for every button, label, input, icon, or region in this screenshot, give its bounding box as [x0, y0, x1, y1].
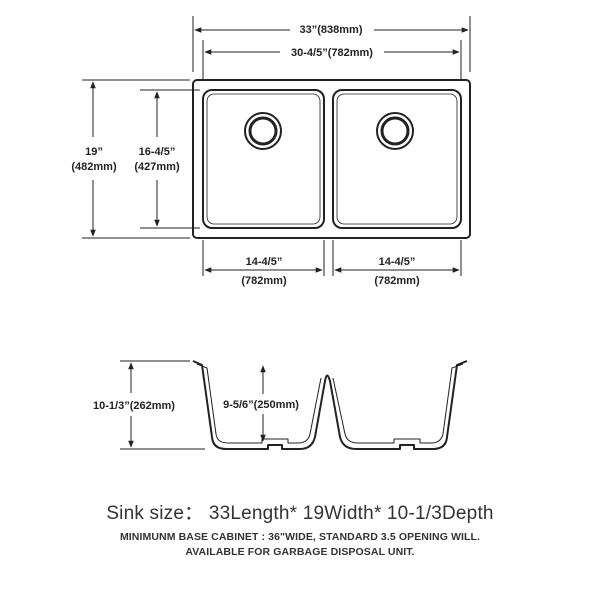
cabinet-note-line-2: AVAILABLE FOR GARBAGE DISPOSAL UNIT.	[185, 546, 415, 558]
right-bowl-width-in-label: 14-4/5”	[379, 256, 416, 268]
left-bowl	[202, 89, 325, 229]
total-height-dimension	[120, 360, 205, 450]
right-drain-inner-icon	[380, 116, 410, 146]
bowl-depth-in-label: 16-4/5”	[139, 146, 176, 158]
overall-depth-dimension	[82, 79, 190, 239]
left-drain-icon	[244, 112, 282, 150]
right-bowl-inner	[336, 93, 458, 225]
left-bowl-width-mm-label: (782mm)	[241, 275, 287, 287]
cabinet-note-line-1: MINIMUNM BASE CABINET : 36"WIDE, STANDAR…	[119, 531, 481, 543]
sink-size-caption: Sink size： 33Length* 19Width* 10-1/3Dept…	[106, 503, 494, 524]
overall-depth-in-label: 19”	[85, 146, 103, 158]
sink-section-outline	[192, 360, 468, 450]
sink-section-inner-right	[332, 363, 464, 444]
left-bowl-width-in-label: 14-4/5”	[246, 256, 283, 268]
inner-width-label: 30-4/5”(782mm)	[291, 47, 373, 59]
bowl-height-label: 9-5/6”(250mm)	[223, 399, 299, 411]
top-view	[192, 79, 471, 239]
right-bowl-width-mm-label: (782mm)	[374, 275, 420, 287]
sink-diagram: 33”(838mm) 30-4/5”(782mm) 19” (482mm) 16…	[71, 16, 471, 450]
overall-width-label: 33”(838mm)	[300, 24, 363, 36]
left-bowl-inner	[206, 93, 321, 225]
left-drain-inner-icon	[248, 116, 278, 146]
sink-outer-rim	[192, 79, 471, 239]
right-drain-icon	[376, 112, 414, 150]
bowl-width-dimensions	[202, 240, 462, 276]
bowl-depth-mm-label: (427mm)	[134, 161, 180, 173]
bowl-depth-dimension	[140, 89, 200, 229]
total-height-label: 10-1/3”(262mm)	[93, 400, 175, 412]
overall-depth-mm-label: (482mm)	[71, 161, 117, 173]
right-bowl	[332, 89, 462, 229]
